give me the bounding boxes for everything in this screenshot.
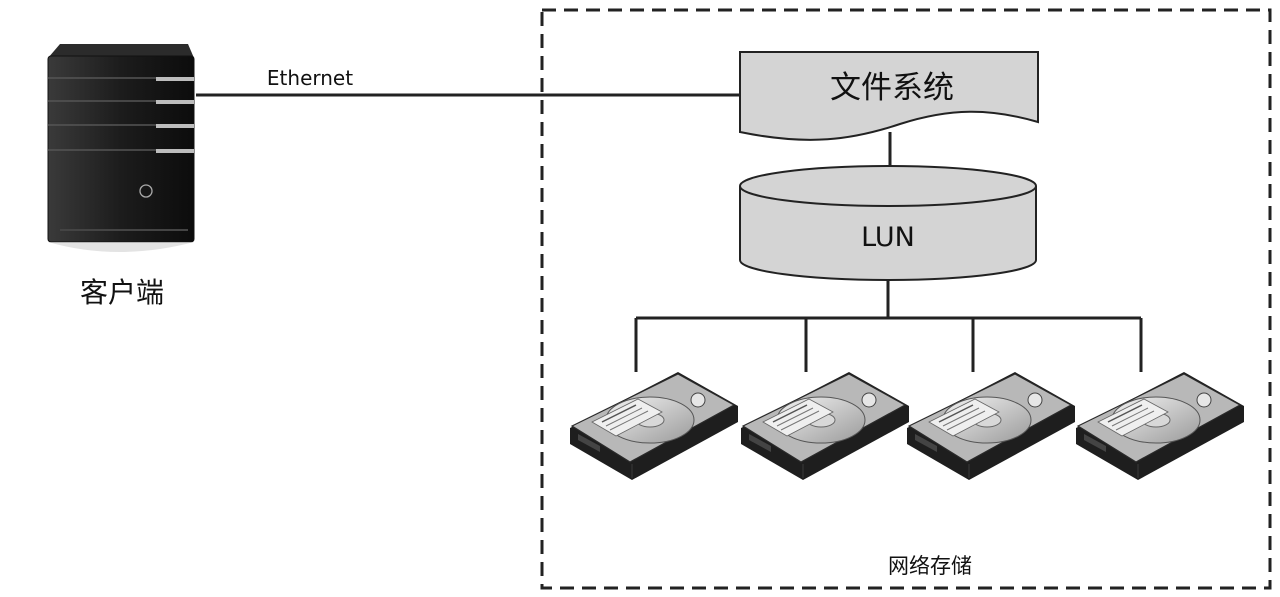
tower-server-icon — [47, 44, 195, 252]
hard-disk-icon — [1075, 371, 1245, 481]
filesystem-label: 文件系统 — [830, 70, 954, 106]
lun-cylinder — [739, 165, 1037, 281]
hard-disk-icon — [740, 371, 910, 481]
hard-disk-icon — [569, 371, 739, 481]
client-label: 客户端 — [80, 276, 164, 309]
filesystem-shape — [739, 51, 1039, 141]
lun-label: LUN — [861, 222, 915, 253]
network-storage-label: 网络存储 — [888, 554, 972, 578]
disk-bus — [634, 280, 1143, 372]
ethernet-label: Ethernet — [267, 66, 353, 90]
hard-disk-icon — [906, 371, 1076, 481]
network-storage-boundary — [540, 8, 1272, 590]
